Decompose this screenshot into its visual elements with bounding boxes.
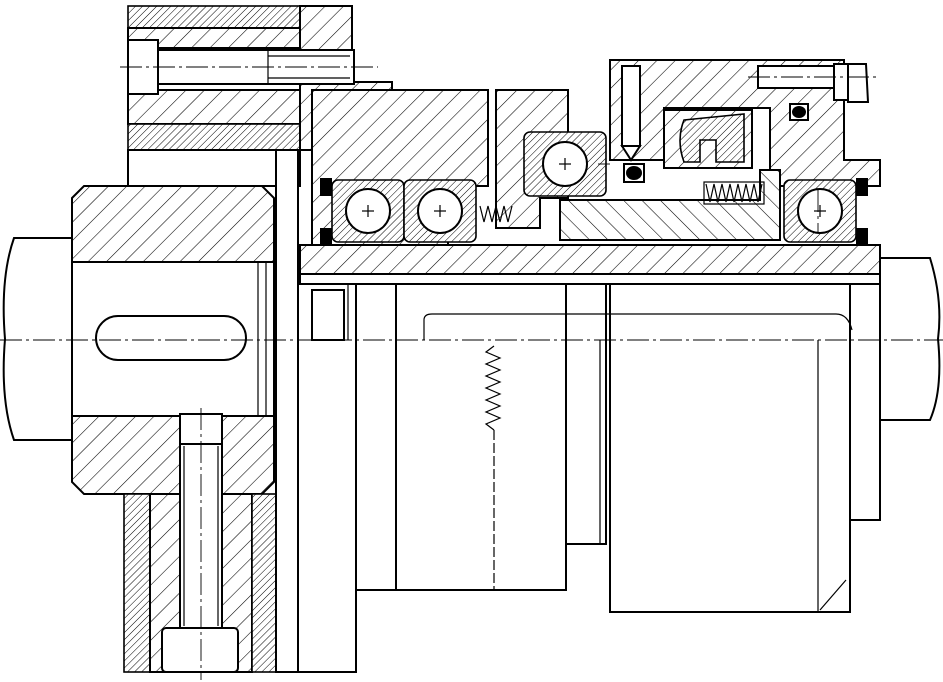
keyway <box>95 315 247 361</box>
ball-bearing <box>403 179 477 243</box>
break-line <box>484 345 502 590</box>
input-shaft <box>2 237 73 441</box>
ball-bearing <box>783 179 857 243</box>
set-screw <box>620 63 880 162</box>
ball-bearing <box>331 179 405 243</box>
hub <box>71 185 275 495</box>
springs <box>479 181 765 223</box>
lip-seal <box>679 113 745 163</box>
flange <box>275 149 357 673</box>
top-bolt <box>120 39 378 95</box>
o-rings <box>623 103 809 183</box>
output-shaft <box>879 257 941 421</box>
ball-bearing <box>523 131 607 197</box>
sleeve <box>299 244 881 285</box>
drum <box>355 283 881 613</box>
centerline <box>0 163 943 341</box>
retaining-rings <box>320 178 868 244</box>
lower-bolt-assembly <box>123 408 277 680</box>
